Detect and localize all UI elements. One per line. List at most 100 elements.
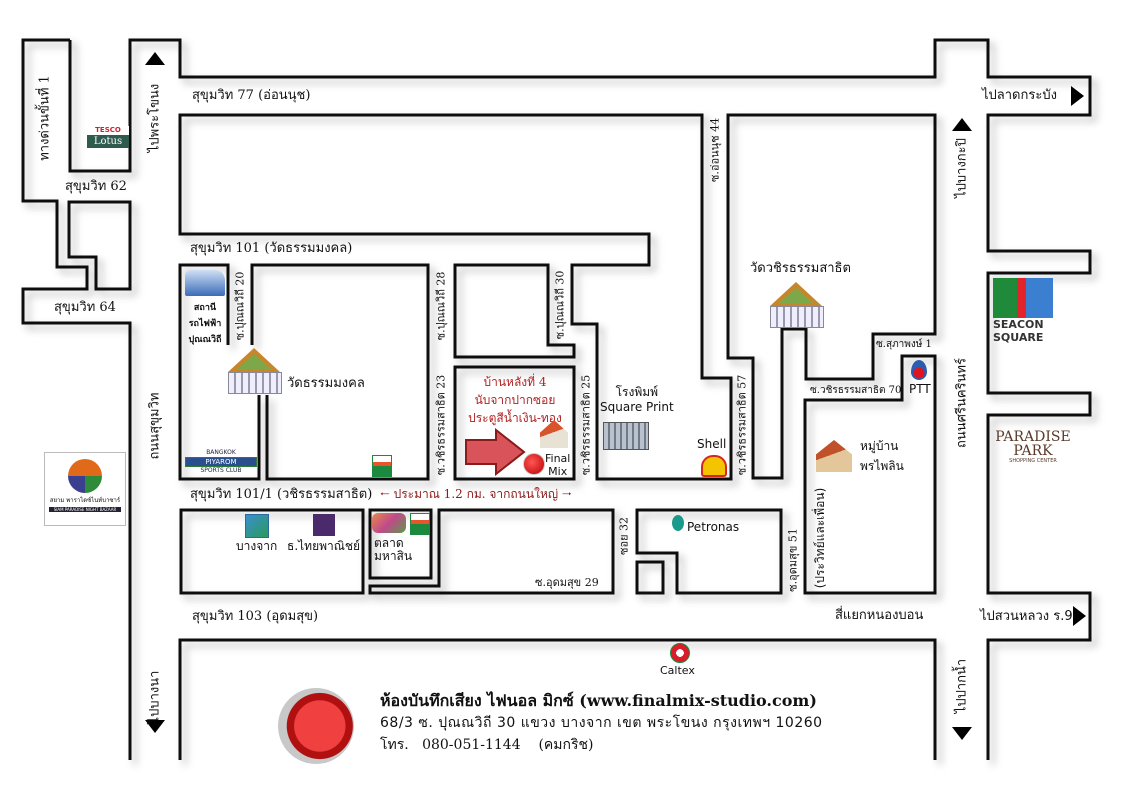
paradise-park-logo: PARADISE PARK SHOPPING CENTER — [994, 430, 1072, 464]
road-label: ถนนสุขุมวิท — [147, 392, 163, 460]
market-label: ตลาด มหาสิน — [374, 537, 412, 563]
road-label: ซ.วชิรธรรมสาธิต 57 — [735, 374, 749, 476]
block-wat-thammamongkhon — [250, 263, 430, 481]
arrow-down-icon — [145, 720, 165, 733]
block-petronas — [635, 508, 783, 595]
seven-eleven-icon — [410, 513, 430, 535]
shell-icon — [701, 455, 727, 477]
village-line: หมู่บ้าน — [860, 439, 899, 453]
outline-left — [21, 38, 132, 760]
block-final-mix — [453, 365, 576, 481]
studio-name: ห้องบันทึกเสียง ไฟนอล มิกซ์ (www.finalmi… — [380, 691, 817, 710]
final-mix-small-logo — [523, 453, 545, 475]
block-small — [635, 560, 665, 595]
scb-icon — [313, 514, 335, 536]
block-bts — [178, 263, 261, 481]
road-label: ทางด่วนขั้นที่ 1 — [37, 75, 53, 161]
market-line: มหาสิน — [374, 549, 413, 563]
arrow-right-icon — [1073, 606, 1086, 626]
destination-note-line: บ้านหลังที่ 4 — [483, 375, 547, 389]
tesco-lotus-logo: TESCO Lotus — [87, 126, 129, 148]
arrow-up-icon — [145, 52, 165, 65]
paradise-park-line: PARK — [1013, 443, 1053, 459]
arrow-up-icon — [952, 118, 972, 131]
petronas-label: Petronas — [687, 520, 740, 534]
wat-wachira-label: วัดวชิรธรรมสาธิต — [750, 261, 851, 276]
block-village — [803, 354, 937, 595]
road-label: ซ.ปุณณวิถี 28 — [434, 271, 448, 341]
wat-thammamongkhon-label: วัดธรรมมงคล — [287, 376, 365, 391]
road-label: สุขุมวิท 103 (อุดมสุข) — [192, 609, 319, 624]
final-mix-label: Final Mix — [545, 452, 570, 478]
distance-note-text: ประมาณ 1.2 กม. จากถนนใหญ่ — [393, 487, 559, 501]
phone-label: โทร. — [380, 737, 409, 753]
road-label: ไปพระโขนง — [147, 83, 163, 153]
road-label: ไปปากน้ำ — [954, 658, 970, 714]
road-label: ไปสวนหลวง ร.9 — [980, 609, 1073, 624]
tesco-text: TESCO — [87, 126, 129, 135]
block-punnawithi-30 — [453, 263, 576, 359]
destination-note: บ้านหลังที่ 4 นับจากปากซอย ประตูสีน้ำเงิ… — [455, 373, 575, 427]
studio-info: ห้องบันทึกเสียง ไฟนอล มิกซ์ (www.finalmi… — [380, 690, 823, 756]
seacon-square-logo: SEACON SQUARE — [993, 278, 1053, 344]
paradise-park-line: PARADISE — [995, 429, 1071, 445]
seacon-line: SEACON — [993, 318, 1044, 331]
destination-arrow-icon — [465, 428, 526, 476]
caltex-icon — [670, 643, 690, 663]
shell-label: Shell — [697, 437, 727, 451]
bts-line: ปุณณวิถี — [188, 335, 222, 345]
road-label: ซ.วชิรธรรมสาธิต 70 — [810, 385, 902, 396]
arrow-right-icon — [1071, 86, 1084, 106]
printing-th: โรงพิมพ์ — [615, 385, 659, 399]
lotus-text: Lotus — [87, 135, 129, 148]
studio-phone-row: โทร. 080-051-1144 (คมกริช) — [380, 734, 823, 756]
square-print-label: โรงพิมพ์ Square Print — [600, 385, 674, 415]
piyarom-line: PIYAROM — [185, 457, 257, 467]
road-label: สุขุมวิท 101/1 (วชิรธรรมสาธิต) — [190, 487, 373, 502]
piyarom-line: BANGKOK — [206, 449, 236, 456]
bangchak-label: บางจาก — [236, 539, 278, 553]
siam-paradise-logo: สยาม พาราไดซ์ไนท์บาซาร์ SIAM PARADISE NI… — [44, 452, 126, 526]
contact-name: (คมกริช) — [538, 737, 594, 753]
caltex-label: Caltex — [660, 664, 695, 677]
bts-station-label: สถานี รถไฟฟ้า ปุณณวิถี — [180, 300, 230, 348]
road-label: ไปลาดกระบัง — [982, 88, 1057, 103]
road-label: ซ.อุดมสุข 29 — [535, 576, 599, 589]
road-label: ซ.อุดมสุข 51 — [786, 528, 800, 592]
road-label: ซ.วชิรธรรมสาธิต 23 — [434, 374, 448, 476]
phone-number[interactable]: 080-051-1144 — [422, 737, 521, 753]
road-label: ซ.อ่อนนุช 44 — [708, 117, 722, 183]
printing-en: Square Print — [600, 400, 674, 414]
final-mix-line: Final — [545, 452, 571, 465]
petronas-icon — [672, 515, 684, 531]
paradise-park-line: SHOPPING CENTER — [1009, 458, 1057, 464]
piyarom-line: SPORTS CLUB — [200, 467, 242, 474]
distance-note: 🠀 ประมาณ 1.2 กม. จากถนนใหญ่ 🠂 — [380, 488, 572, 500]
road-label: สุขุมวิท 64 — [54, 300, 116, 315]
ptt-icon — [911, 360, 927, 380]
road-label: ซ.ปุณณวิถี 20 — [233, 271, 247, 341]
seacon-icon — [993, 278, 1053, 318]
road-label: ไปบางกะปิ — [954, 138, 970, 198]
bts-line: รถไฟฟ้า — [188, 319, 222, 329]
seacon-line: SQUARE — [993, 331, 1044, 344]
village-label: หมู่บ้าน พรไพลิน — [860, 436, 904, 476]
final-mix-logo — [278, 688, 354, 764]
factory-icon — [603, 422, 649, 450]
road-label: ถนนศรีนครินทร์ — [954, 358, 970, 448]
scb-label: ธ.ไทยพาณิชย์ — [287, 539, 361, 553]
siam-paradise-en: SIAM PARADISE NIGHT BAZAAR — [49, 507, 121, 512]
block-62-64 — [67, 200, 132, 291]
road-label: ซ.สุภาพงษ์ 1 — [876, 339, 932, 350]
arrow-down-icon — [952, 727, 972, 740]
road-label: ซ.ปุณณวิถี 30 — [553, 270, 567, 340]
arrow-right-icon: 🠂 — [561, 487, 572, 501]
road-label: ซ.วชิรธรรมสาธิต 25 — [579, 374, 593, 476]
road-label: (ประวิทย์และเพื่อน) — [813, 487, 827, 589]
road-label: ไปบางนา — [147, 670, 163, 724]
temple-icon — [224, 348, 284, 394]
temple-icon — [766, 282, 826, 328]
piyarom-sports-club-logo: BANGKOK PIYAROM SPORTS CLUB — [185, 449, 257, 475]
